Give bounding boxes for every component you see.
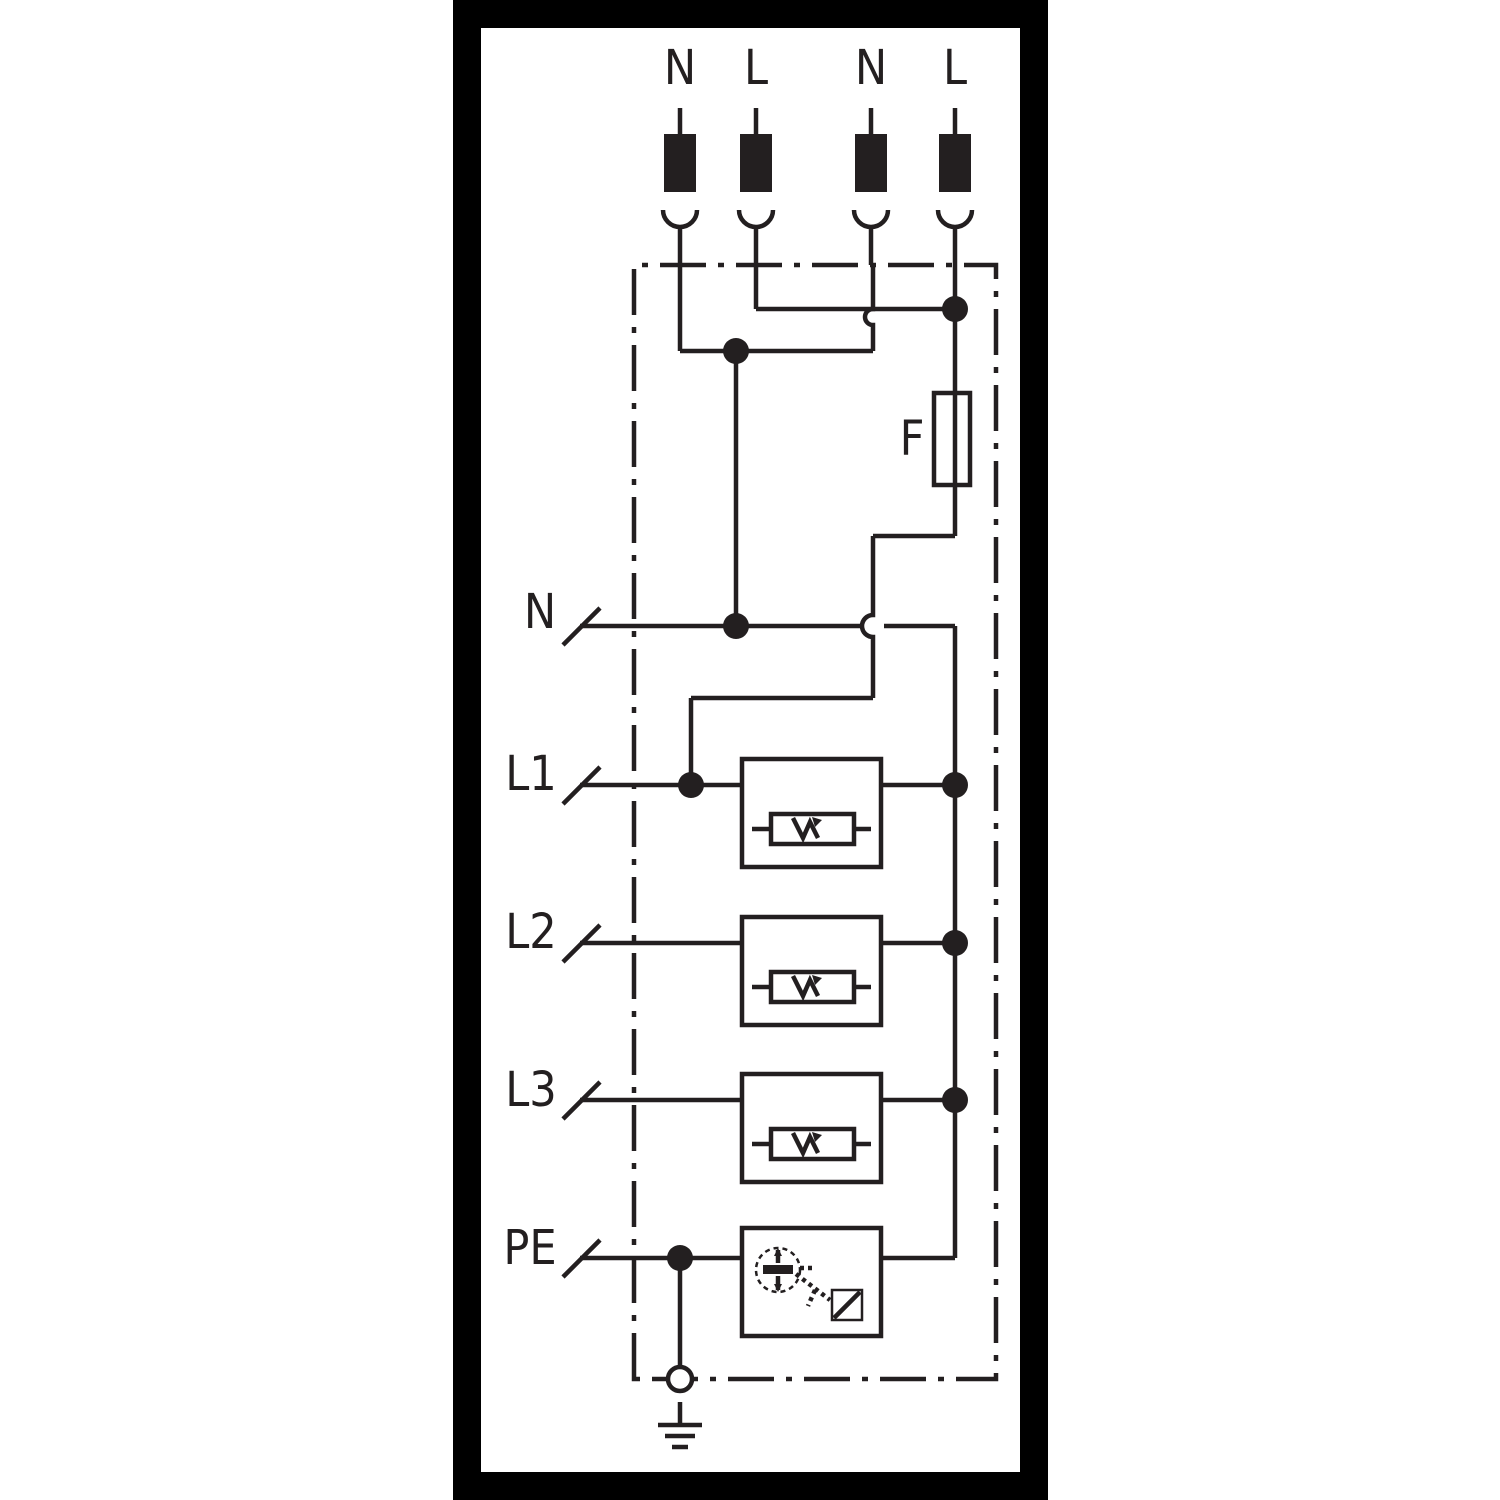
side-terminal-label-n: N	[524, 584, 556, 640]
junction-dot	[942, 296, 968, 322]
top-terminal-label-1: N	[664, 40, 696, 96]
fuse-symbol	[931, 390, 973, 488]
junction-dot	[942, 1087, 968, 1113]
junction-dot	[942, 930, 968, 956]
top-terminal-plug-3	[851, 108, 891, 265]
top-terminal-label-4: L	[943, 40, 967, 96]
pe-line	[580, 1255, 955, 1367]
lightning-arrow-icon	[790, 816, 821, 844]
outer-frame	[453, 0, 1048, 1500]
ground-icon	[658, 1402, 702, 1450]
fuse-label: F	[900, 411, 925, 467]
side-terminal-label-l3: L3	[505, 1062, 557, 1118]
junction-dot	[942, 772, 968, 798]
spark-gap-module	[739, 1225, 884, 1339]
top-wiring	[677, 265, 958, 785]
varistor-module-l2	[739, 914, 884, 1028]
junction-dot	[723, 613, 749, 639]
junction-dot	[678, 772, 704, 798]
top-terminal-plug-4	[935, 108, 975, 265]
earth-terminal	[665, 1364, 695, 1394]
junction-dot	[723, 338, 749, 364]
enclosure-boundary	[631, 262, 999, 1382]
top-terminal-label-3: N	[855, 40, 887, 96]
thermal-switch-icon	[830, 1288, 864, 1322]
top-terminal-plug-1	[660, 108, 700, 265]
top-terminal-plug-2	[736, 108, 776, 265]
side-terminal-label-l1: L1	[505, 746, 557, 802]
top-terminal-label-2: L	[744, 40, 768, 96]
junction-dot	[667, 1245, 693, 1271]
side-terminal-label-l2: L2	[505, 904, 557, 960]
side-terminal-label-pe: PE	[503, 1220, 556, 1276]
lightning-arrow-icon	[790, 974, 821, 1002]
varistor-module-l3	[739, 1071, 884, 1185]
lightning-arrow-icon	[790, 1131, 821, 1159]
varistor-module-l1	[739, 756, 884, 870]
